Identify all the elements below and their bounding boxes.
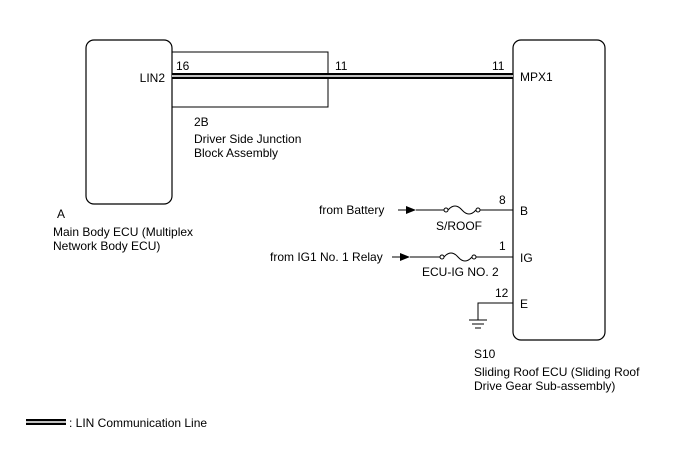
b-pin-label: B — [520, 204, 528, 218]
ig-pin-label: IG — [520, 251, 533, 265]
mpx1-pin-number: 11 — [492, 59, 505, 73]
junction-connector: 2B — [194, 115, 209, 129]
s10-connector: S10 — [474, 347, 496, 361]
ig-pin-number: 1 — [499, 239, 506, 253]
ground-icon — [469, 319, 487, 329]
ground-circuit — [469, 302, 513, 329]
sroof-fuse-label: S/ROOF — [436, 219, 482, 233]
ig1-source-label: from IG1 No. 1 Relay — [270, 250, 383, 264]
s10-name-line1: Sliding Roof ECU (Sliding Roof — [474, 365, 640, 379]
fuse-icon — [443, 252, 473, 262]
arrow-icon — [406, 206, 416, 214]
junction-name-line2: Block Assembly — [194, 146, 278, 160]
ecu-a-connector: A — [57, 207, 65, 221]
e-pin-number: 12 — [495, 286, 509, 300]
junction-name-line1: Driver Side Junction — [194, 132, 301, 146]
sliding-roof-ecu-box — [512, 39, 606, 341]
e-pin-label: E — [520, 297, 528, 311]
junction-block-box — [171, 51, 329, 108]
ecu-a-pin-number: 16 — [176, 59, 190, 73]
battery-source-label: from Battery — [319, 203, 384, 217]
ecu-a-name-line2: Network Body ECU) — [53, 239, 160, 253]
fuse-icon — [447, 205, 477, 215]
s10-name-line2: Drive Gear Sub-assembly) — [474, 379, 615, 393]
ecu-a-name-line1: Main Body ECU (Multiplex — [53, 225, 193, 239]
arrow-icon — [400, 253, 410, 261]
mpx1-pin-label: MPX1 — [520, 70, 553, 84]
junction-pin-number: 11 — [335, 59, 348, 73]
ecu-ig-fuse-label: ECU-IG NO. 2 — [422, 265, 499, 279]
battery-circuit — [398, 205, 513, 215]
lin2-pin-label: LIN2 — [140, 71, 166, 85]
main-body-ecu-box — [85, 39, 173, 205]
ig-circuit — [392, 252, 513, 262]
legend-text: : LIN Communication Line — [69, 416, 207, 430]
b-pin-number: 8 — [499, 193, 506, 207]
